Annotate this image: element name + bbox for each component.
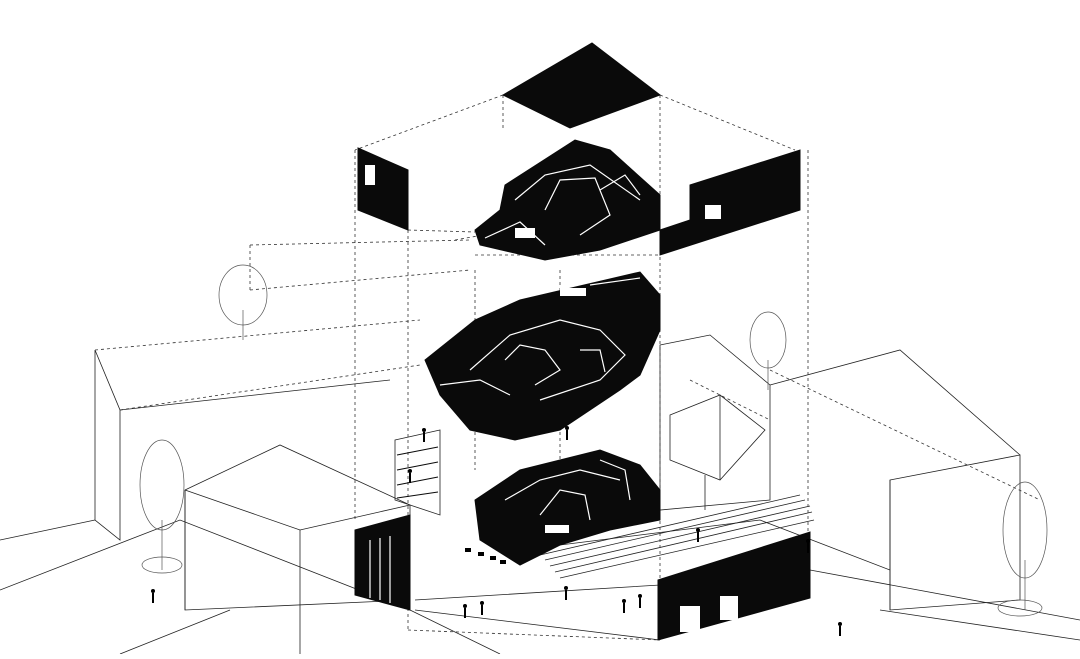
external-stair [394,429,441,516]
person-figure [565,426,569,440]
street-stripes [539,494,815,579]
person-figure [463,604,467,618]
wall-panel-right-upper [659,149,801,256]
tree-center-right [749,311,787,390]
wall-panel-right-lower [657,531,811,641]
person-figure [151,589,155,603]
person-figure [422,428,426,442]
tree-left [139,439,185,574]
person-figure [696,528,700,542]
person-figure [564,586,568,600]
person-figure [622,599,626,613]
person-figure [838,622,842,636]
tree-right [997,481,1048,617]
floor-plate-middle [424,271,661,441]
person-figure [480,601,484,615]
neighbour-building-right [659,334,1041,611]
ground-plane [0,494,1080,655]
floor-plate-ground [474,449,661,566]
tree-center-left [218,264,268,340]
roof [501,42,662,129]
wall-panel-left-lower [354,514,411,611]
floor-plate-top [474,139,661,261]
people-figures [151,426,842,636]
person-figure [806,539,810,553]
neighbour-building-left [94,239,471,541]
person-figure [408,469,412,483]
wall-panel-left-upper [357,147,409,231]
outdoor-seating [465,548,506,564]
person-figure [638,594,642,608]
